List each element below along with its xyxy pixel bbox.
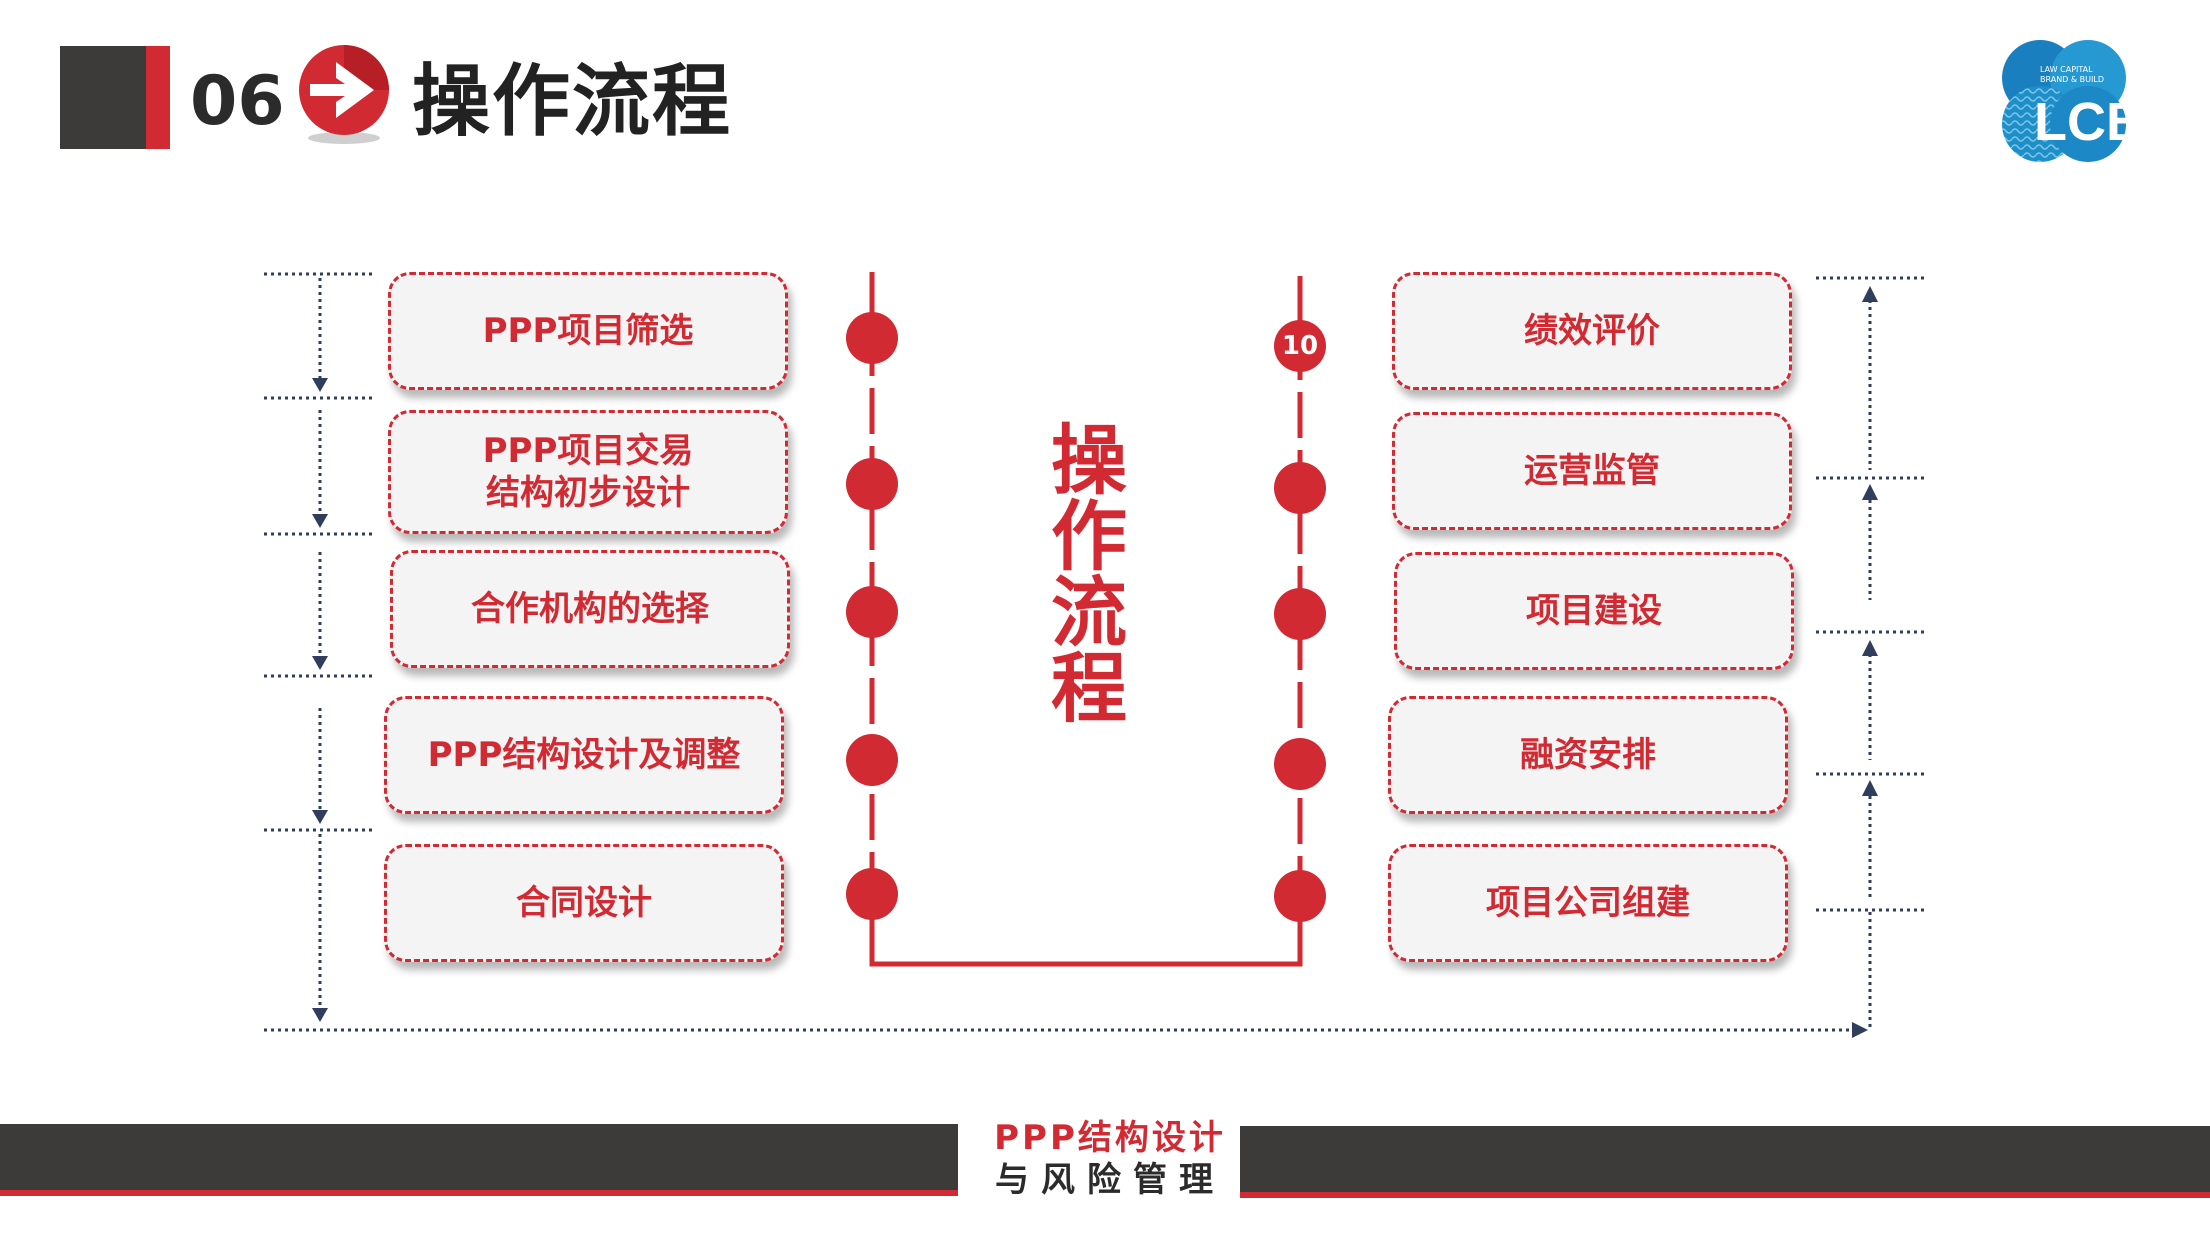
right-step-2: 运营监管 [1392,412,1792,530]
right-step-4: 融资安排 [1388,696,1788,814]
arrow-up-icon [1862,780,1878,796]
right-dot [1274,462,1326,514]
step-label: 合作机构的选择 [471,589,709,629]
left-step-5: 合同设计 [384,844,784,962]
logo-tagline-2: BRAND & BUILD [2040,75,2104,84]
step-label: 运营监管 [1524,451,1660,491]
step-label: 项目建设 [1526,591,1662,631]
logo-tagline-1: LAW CAPITAL [2040,65,2093,74]
footer-bar-right [1240,1126,2210,1192]
arrow-down-icon [312,656,328,670]
left-dot [846,458,898,510]
arrow-up-icon [1862,286,1878,302]
step-label: PPP结构设计及调整 [427,735,741,775]
left-dot [846,734,898,786]
right-dot [1274,738,1326,790]
left-step-4: PPP结构设计及调整 [384,696,784,814]
left-step-3: 合作机构的选择 [390,550,790,668]
step-label: 绩效评价 [1524,311,1660,351]
footer-line-right [1240,1192,2210,1198]
page-title: 操作流程 [412,57,733,147]
arrow-right-icon [1852,1022,1868,1038]
section-number: 06 [190,62,285,141]
arrow-down-icon [312,378,328,392]
timeline-base [869,930,1303,967]
footer-line-left [0,1190,958,1196]
arrow-right-icon [299,45,389,144]
step-badge: 10 [1274,320,1326,372]
timeline-dots [846,312,1326,922]
footer-title: PPP结构设计 [994,1118,1226,1158]
footer-subtitle: 与风险管理 [995,1160,1225,1200]
right-bracket [1816,276,1924,1028]
step-label: PPP项目筛选 [482,311,694,351]
right-step-1: 绩效评价 [1392,272,1792,390]
left-step-1: PPP项目筛选 [388,272,788,390]
step-label: 项目公司组建 [1486,883,1690,923]
arrow-down-icon [312,1008,328,1022]
left-dot [846,586,898,638]
arrow-down-icon [312,810,328,824]
step-label: 融资安排 [1520,735,1656,775]
logo-text: LCB [2034,92,2130,152]
right-step-5: 项目公司组建 [1388,844,1788,962]
right-dot [1274,870,1326,922]
left-dot [846,312,898,364]
center-title: 操作流程 [1038,420,1127,724]
lcb-logo: LAW CAPITAL BRAND & BUILD LCB [2002,40,2130,162]
header-square [60,46,146,149]
arrow-up-icon [1862,640,1878,656]
right-step-3: 项目建设 [1394,552,1794,670]
header-red-stripe [146,46,170,149]
footer-bar-left [0,1124,958,1190]
arrow-down-icon [312,514,328,528]
left-step-2: PPP项目交易 结构初步设计 [388,410,788,534]
left-bracket [264,272,1860,1032]
step-label: 合同设计 [516,883,652,923]
right-dot [1274,588,1326,640]
step-label: PPP项目交易 结构初步设计 [482,431,694,513]
left-dot [846,868,898,920]
arrow-up-icon [1862,484,1878,500]
